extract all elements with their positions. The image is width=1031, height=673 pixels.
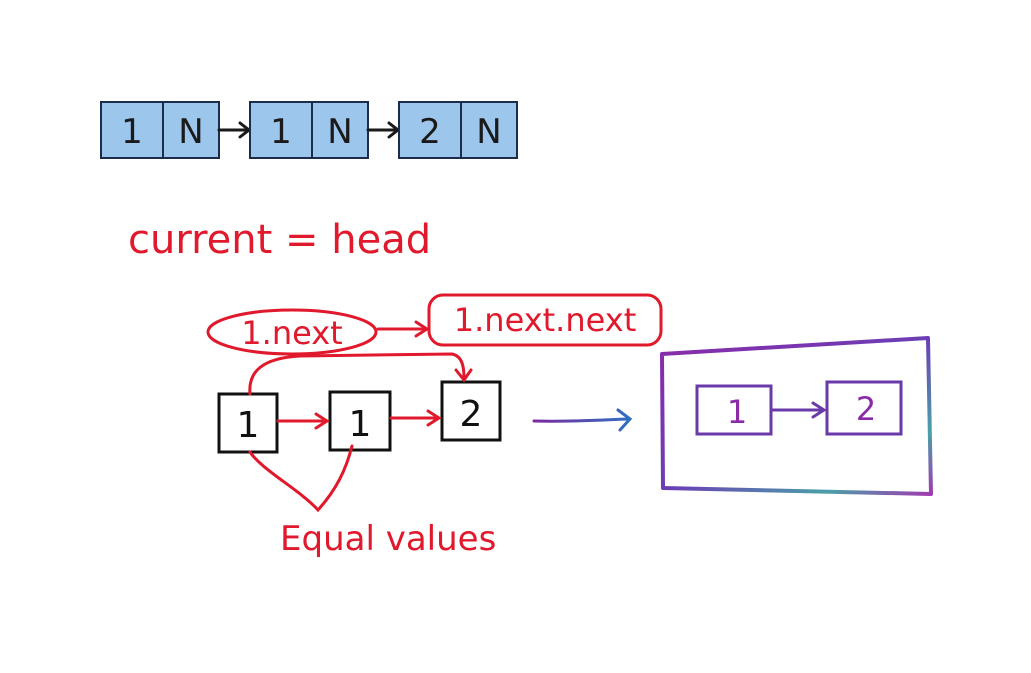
top-linked-list: 1 N 1 N 2 N: [100, 101, 518, 159]
result-node-2: [825, 380, 903, 436]
middle-node-2: [328, 390, 392, 452]
middle-linked-list: 1 1 2: [217, 380, 502, 454]
skip-link-arrow: [248, 352, 473, 396]
top-node-2-value-cell: [249, 101, 313, 159]
second-next-bubble: [427, 293, 663, 347]
top-arrow-2: [366, 121, 401, 139]
first-next-bubble: [206, 308, 378, 356]
result-node-1-value: 1: [727, 393, 747, 431]
top-node-3-next: N: [476, 112, 501, 152]
current-equals-head-label: current = head: [128, 217, 431, 263]
top-node-1-next-cell: [162, 101, 220, 159]
result-frame: [660, 336, 933, 496]
top-node-2-value: 1: [270, 112, 292, 152]
result-arrow: [532, 408, 633, 432]
middle-node-3: [440, 380, 502, 442]
first-next-label: 1.next: [241, 314, 342, 352]
top-node-2-next: N: [327, 112, 352, 152]
result-arrow-link: [770, 401, 827, 419]
result-linked-list: 1 2: [695, 380, 903, 436]
top-node-3: 2 N: [398, 101, 518, 159]
middle-node-1: [217, 392, 279, 454]
top-arrow-1: [217, 121, 252, 139]
top-node-2: 1 N: [249, 101, 369, 159]
equal-values-label: Equal values: [280, 519, 496, 559]
middle-node-2-value: 1: [349, 404, 372, 445]
next-to-nextnext-arrow: [376, 320, 430, 338]
second-next-label: 1.next.next: [454, 301, 636, 339]
top-node-1-next: N: [178, 112, 203, 152]
top-node-3-value-cell: [398, 101, 462, 159]
middle-node-1-value: 1: [237, 405, 260, 446]
middle-arrow-1: [276, 412, 330, 430]
middle-node-3-value: 2: [460, 394, 483, 435]
equal-values-brace: [248, 444, 354, 513]
top-node-3-value: 2: [419, 112, 441, 152]
top-node-1: 1 N: [100, 101, 220, 159]
top-node-1-value: 1: [121, 112, 143, 152]
result-node-2-value: 2: [856, 390, 876, 428]
top-node-3-next-cell: [460, 101, 518, 159]
middle-arrow-2: [389, 409, 442, 427]
top-node-1-value-cell: [100, 101, 164, 159]
